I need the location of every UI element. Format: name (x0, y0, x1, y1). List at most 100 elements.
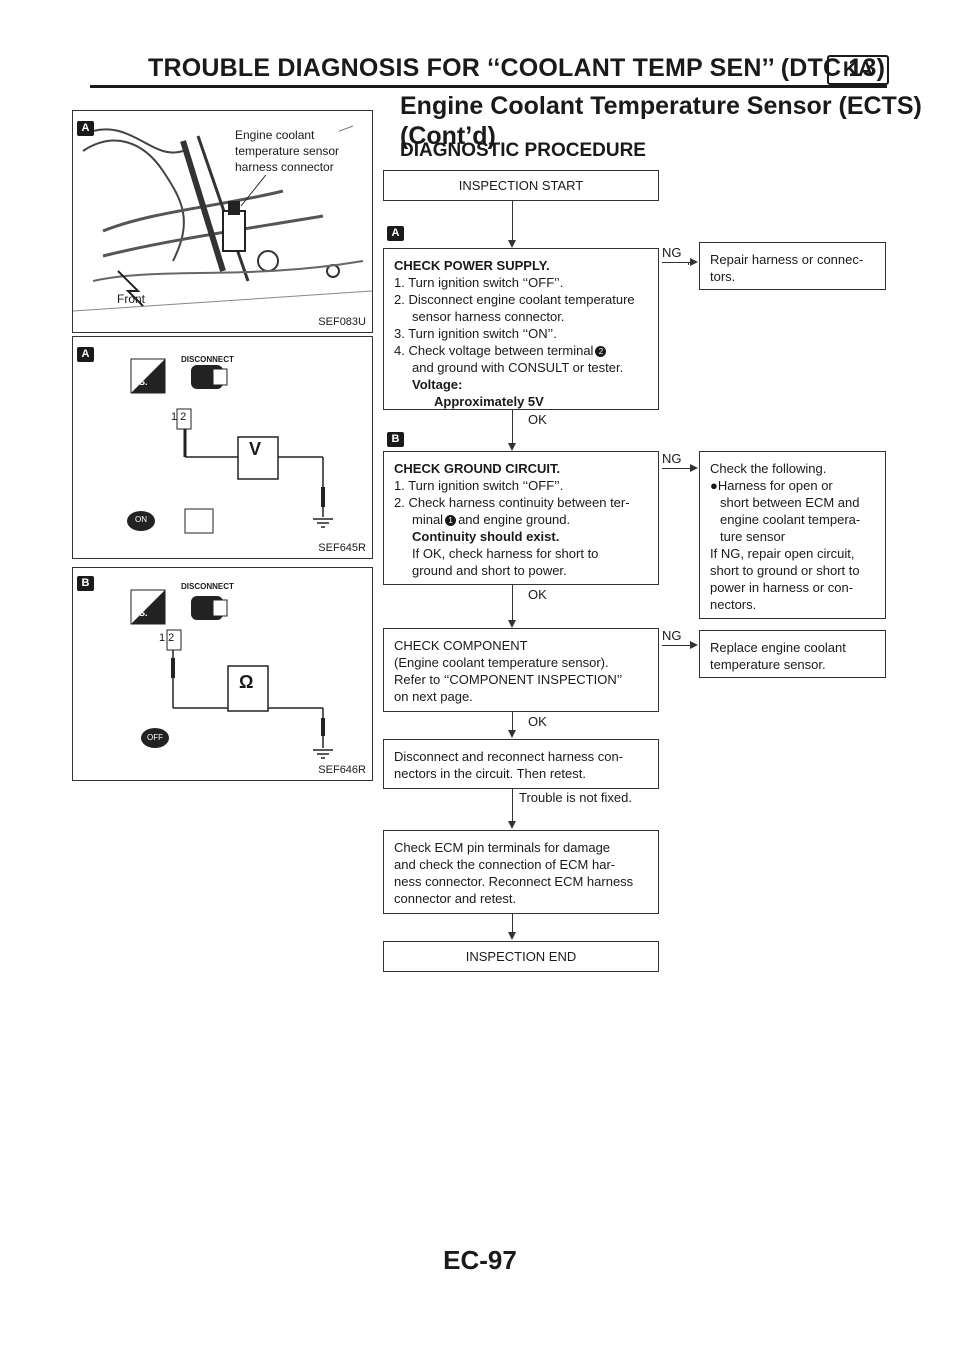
flow-arrow-down (508, 240, 516, 248)
step-line: Refer to ‘‘COMPONENT INSPECTION’’ (394, 672, 623, 687)
callout-front: Front (117, 292, 146, 306)
disconnect-label: DISCONNECT (181, 582, 234, 591)
callout-line-3: harness connector (235, 160, 334, 174)
ng-label: NG (662, 451, 682, 466)
step-line: 2. Disconnect engine coolant temperature (394, 292, 635, 307)
ignition-key-on: ON (135, 515, 147, 524)
step-line: Disconnect and reconnect harness con- (394, 749, 624, 764)
ok-label: OK (528, 412, 547, 427)
ng-action-line: nectors. (710, 597, 757, 612)
ng-action-line: short to ground or short to (710, 563, 860, 578)
ng-action-line: engine coolant tempera- (720, 512, 861, 527)
step-line: sensor harness connector. (412, 309, 565, 324)
voltmeter-symbol: V (249, 439, 262, 459)
step-line: 1. Turn ignition switch ‘‘OFF’’. (394, 275, 564, 290)
step-line: CHECK COMPONENT (394, 638, 528, 653)
figure-code: SEF083U (318, 316, 366, 328)
step-line: ness connector. Reconnect ECM harness (394, 874, 634, 889)
ng-action-replace-sensor: Replace engine coolant temperature senso… (699, 630, 886, 678)
section-title-line-2: (Cont’d) (400, 122, 496, 150)
figure-marker-b: B (77, 576, 94, 591)
disconnect-label: DISCONNECT (181, 355, 234, 364)
step-line: and engine ground. (458, 512, 571, 527)
terminal-icon: 2 (595, 346, 607, 358)
flow-arrow-right (690, 258, 698, 266)
ignition-key-off: OFF (147, 733, 163, 742)
flow-arrow-down (508, 443, 516, 451)
page-number: EC-97 (443, 1245, 517, 1275)
flow-arrow-right (690, 641, 698, 649)
spec-value: Continuity should exist. (412, 529, 560, 544)
callout-line-2: temperature sensor (235, 144, 340, 158)
step-line: 1. Turn ignition switch ‘‘OFF’’. (394, 478, 564, 493)
engine-bay-illustration (73, 111, 372, 332)
ng-bullet-item: ●Harness for open or (710, 477, 875, 494)
step-line: If OK, check harness for short to (412, 546, 599, 561)
continuity-check-diagram (130, 589, 333, 759)
ng-action-line: If NG, repair open circuit, (710, 546, 855, 561)
flow-end: INSPECTION END (383, 941, 659, 972)
flow-arrow-right (690, 464, 698, 472)
ng-action-line: power in harness or con- (710, 580, 854, 595)
procedure-title: DIAGNOSTIC PROCEDURE (400, 140, 646, 161)
flow-connector (512, 201, 513, 243)
step-check-ground-circuit: CHECK GROUND CIRCUIT. 1. Turn ignition s… (383, 451, 659, 585)
step-line: Check ECM pin terminals for damage (394, 840, 611, 855)
ng-label: NG (662, 245, 682, 260)
flow-connector (512, 914, 513, 934)
step-line: 2. Check harness continuity between ter- (394, 495, 630, 510)
step-marker-b: B (387, 432, 404, 447)
bullet-icon: ● (710, 478, 718, 493)
voltage-check-diagram (127, 358, 333, 534)
flow-arrow-down (508, 730, 516, 738)
ohmmeter-symbol: Ω (239, 672, 254, 692)
step-check-component: CHECK COMPONENT (Engine coolant temperat… (383, 628, 659, 712)
step-check-ecm-terminals: Check ECM pin terminals for damage and c… (383, 830, 659, 914)
ng-action-line: Harness for open or (717, 478, 833, 493)
ts-label: T.S. (132, 377, 148, 387)
flow-connector (512, 789, 513, 823)
step-line: minal (412, 512, 444, 527)
ng-action-line: Check the following. (710, 461, 827, 476)
pin-numbers: 1 2 (171, 411, 187, 423)
step-line: (Engine coolant temperature sensor). (394, 655, 609, 670)
step-line: and check the connection of ECM har- (394, 857, 616, 872)
header-rule (90, 85, 887, 88)
step-title: CHECK GROUND CIRCUIT. (394, 461, 561, 476)
step-line: 3. Turn ignition switch ‘‘ON’’. (394, 326, 557, 341)
ng-action-line: temperature sensor. (710, 657, 826, 672)
section-title: Engine Coolant Temperature Sensor (ECTS)… (400, 91, 922, 151)
step-check-power-supply: CHECK POWER SUPPLY. 1. Turn ignition swi… (383, 248, 659, 410)
figure-sensor-location: A Engine coolant temperature sensor harn… (72, 110, 373, 333)
flow-connector (662, 468, 694, 469)
flow-connector (662, 645, 694, 646)
figure-continuity-check: B T.S. DISCONNECT 1 2 Ω OFF SEF646R (72, 567, 373, 781)
flow-connector (662, 262, 694, 263)
step-line: on next page. (394, 689, 473, 704)
flow-arrow-down (508, 821, 516, 829)
ng-label: NG (662, 628, 682, 643)
flow-connector (688, 262, 689, 265)
callout-sensor-connector: Engine coolant temperature sensor harnes… (235, 127, 340, 175)
step-title: CHECK POWER SUPPLY. (394, 258, 550, 273)
figure-marker-a: A (77, 347, 94, 362)
step-line: nectors in the circuit. Then retest. (394, 766, 586, 781)
step-line: connector and retest. (394, 891, 517, 906)
figure-code: SEF645R (318, 542, 366, 554)
pin-numbers: 1 2 (159, 632, 175, 644)
figure-marker-a: A (77, 121, 94, 136)
step-line: and ground with CONSULT or tester. (412, 360, 624, 375)
figure-voltage-check: A T.S. DISCONNECT 1 2 V ON SEF645R (72, 336, 373, 559)
step-line: 4. Check voltage between terminal (394, 343, 594, 358)
page-header-title: TROUBLE DIAGNOSIS FOR ‘‘COOLANT TEMP SEN… (148, 54, 886, 82)
ng-action-line: short between ECM and (720, 495, 860, 510)
spec-label: Voltage: (412, 377, 463, 392)
engine-code-badge: KA (827, 55, 889, 85)
flow-connector (512, 410, 513, 446)
figure-code: SEF646R (318, 764, 366, 776)
flow-connector (512, 585, 513, 623)
ts-label: T.S. (132, 608, 148, 618)
ok-label: OK (528, 587, 547, 602)
